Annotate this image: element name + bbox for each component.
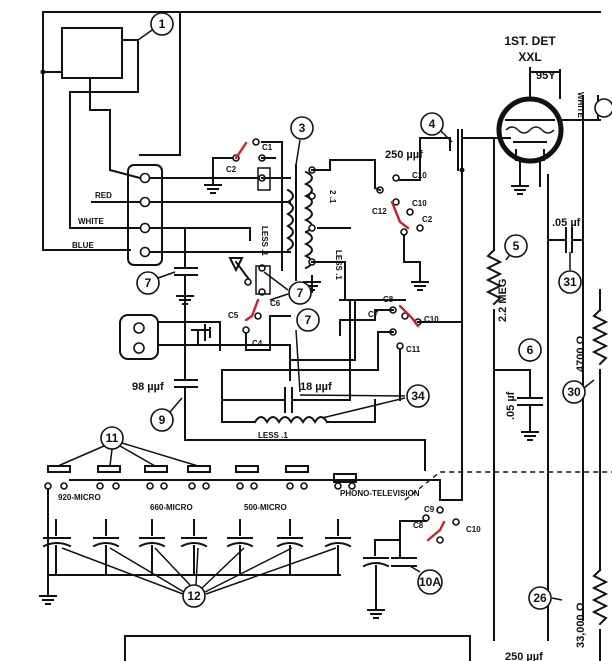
callout-9-label: 9 xyxy=(159,413,166,427)
tube-name-label: 1ST. DET xyxy=(504,34,556,48)
coil-label-trap: LESS .1 xyxy=(258,431,288,440)
switch-c7-label: C7 xyxy=(368,310,379,319)
band-label-920: 920-MICRO xyxy=(58,493,101,502)
cap-250-top-label: 250 µµf xyxy=(385,149,423,161)
switch-c2-label: C2 xyxy=(226,165,237,174)
res-22meg: 2.2 MEG 5 xyxy=(485,137,528,641)
switch-c10c-label: C10 xyxy=(424,315,439,324)
switch-c11-label: C11 xyxy=(406,345,421,354)
callout-4-label: 4 xyxy=(429,117,436,131)
tube-side-label: WHITE xyxy=(576,92,585,118)
callout-5-label: 5 xyxy=(513,239,520,253)
callout-3-label: 3 xyxy=(299,121,306,135)
band-label-660: 660-MICRO xyxy=(150,503,193,512)
switch-c9: C9 C8 C10 xyxy=(362,469,612,619)
switch-c10b-label: C10 xyxy=(412,199,427,208)
cap-05-right: .05 µf 31 xyxy=(547,174,584,641)
callout-11-label: 11 xyxy=(106,431,119,445)
cap-250-bottom-label: 250 µµf xyxy=(505,651,543,661)
loop-coil-1: LESS .1 xyxy=(260,164,294,271)
osc-coil: 2 .1 LESS .1 xyxy=(295,159,376,301)
switch-c8b-label: C8 xyxy=(413,521,424,530)
callout-34-label: 34 xyxy=(411,389,425,403)
cap-05-left-label: .05 µf xyxy=(505,391,517,420)
callout-30-label: 30 xyxy=(567,385,581,399)
callout-4: 4 xyxy=(420,112,453,143)
callout-12: 12 xyxy=(61,547,337,608)
res-4700: 4700 Ω 30 xyxy=(562,289,609,461)
callout-1: 1 xyxy=(137,12,174,41)
callout-7-left-label: 7 xyxy=(145,276,152,290)
callout-7: 7 xyxy=(295,308,320,393)
switch-c10d-label: C10 xyxy=(466,525,481,534)
callout-10a: 10A xyxy=(409,565,443,595)
switch-c2b-label: C2 xyxy=(422,215,433,224)
cap-98: 98 µµf 9 xyxy=(132,295,426,471)
switch-c5-label: C5 xyxy=(228,311,239,320)
cap-05-left: .05 µf 6 xyxy=(493,338,543,441)
res-33000-label: 33,000 Ω xyxy=(575,602,587,648)
loop-antenna xyxy=(40,11,181,251)
terminal-strip: RED WHITE BLUE xyxy=(69,119,291,266)
tube-sub-label: XXL xyxy=(518,50,541,64)
phono-jack xyxy=(119,314,291,381)
cap-7-and-c5: 7 xyxy=(136,227,198,305)
coil-label-osc-a: 2 .1 xyxy=(328,190,337,204)
cap-98-label: 98 µµf xyxy=(132,381,164,393)
coil-label-loop-b: LESS .1 xyxy=(334,250,343,280)
switch-top-left: C1 C2 xyxy=(204,138,291,194)
lead-blue-label: BLUE xyxy=(72,241,94,250)
switch-c4-label: C4 xyxy=(252,339,263,348)
cap-18-label: 18 µµf xyxy=(300,381,332,393)
switch-c1-label: C1 xyxy=(262,143,273,152)
band-label-phono: PHONO-TELEVISION xyxy=(340,489,420,498)
callout-3: 3 xyxy=(290,116,314,166)
callout-12-label: 12 xyxy=(187,589,201,603)
callout-1-label: 1 xyxy=(159,17,166,31)
switch-c9-label: C9 xyxy=(424,505,435,514)
callout-11: 11 xyxy=(57,426,199,467)
callout-7-label: 7 xyxy=(305,313,312,327)
trap-coil: LESS .1 34 xyxy=(221,384,430,440)
lead-white-label: WHITE xyxy=(78,217,104,226)
res-22meg-label: 2.2 MEG xyxy=(497,279,509,322)
switch-c5-c6: C5 C6 C4 xyxy=(228,257,291,351)
chassis-box xyxy=(124,635,471,661)
lead-red-label: RED xyxy=(95,191,112,200)
switch-c12-label: C12 xyxy=(372,207,387,216)
res-33000: 26 33,000 Ω 250 µµf xyxy=(505,459,609,661)
switch-c8-label: C8 xyxy=(383,295,394,304)
switch-c12: C10 C12 C10 C2 xyxy=(372,137,451,291)
switch-c8-c7: C8 C7 C10 C11 xyxy=(221,295,463,401)
callout-26-label: 26 xyxy=(533,591,547,605)
callout-31-label: 31 xyxy=(563,275,577,289)
callout-6-label: 6 xyxy=(527,343,534,357)
callout-8: 7 xyxy=(263,271,312,305)
band-switch-strip: 920-MICRO 660-MICRO 500-MICRO PHONO-TELE… xyxy=(39,465,441,605)
cap-05-right-label: .05 µf xyxy=(552,217,581,229)
res-4700-label: 4700 Ω xyxy=(575,335,587,372)
tube-1st-det: 1ST. DET XXL 95Y WHITE xyxy=(496,34,612,621)
callout-8-label: 7 xyxy=(297,286,304,300)
band-label-500: 500-MICRO xyxy=(244,503,287,512)
cap-250-top: 250 µµf xyxy=(385,129,511,471)
switch-c6-label: C6 xyxy=(270,299,281,308)
callout-10a-label: 10A xyxy=(419,575,441,589)
coil-label-loop-a: LESS .1 xyxy=(260,226,269,256)
